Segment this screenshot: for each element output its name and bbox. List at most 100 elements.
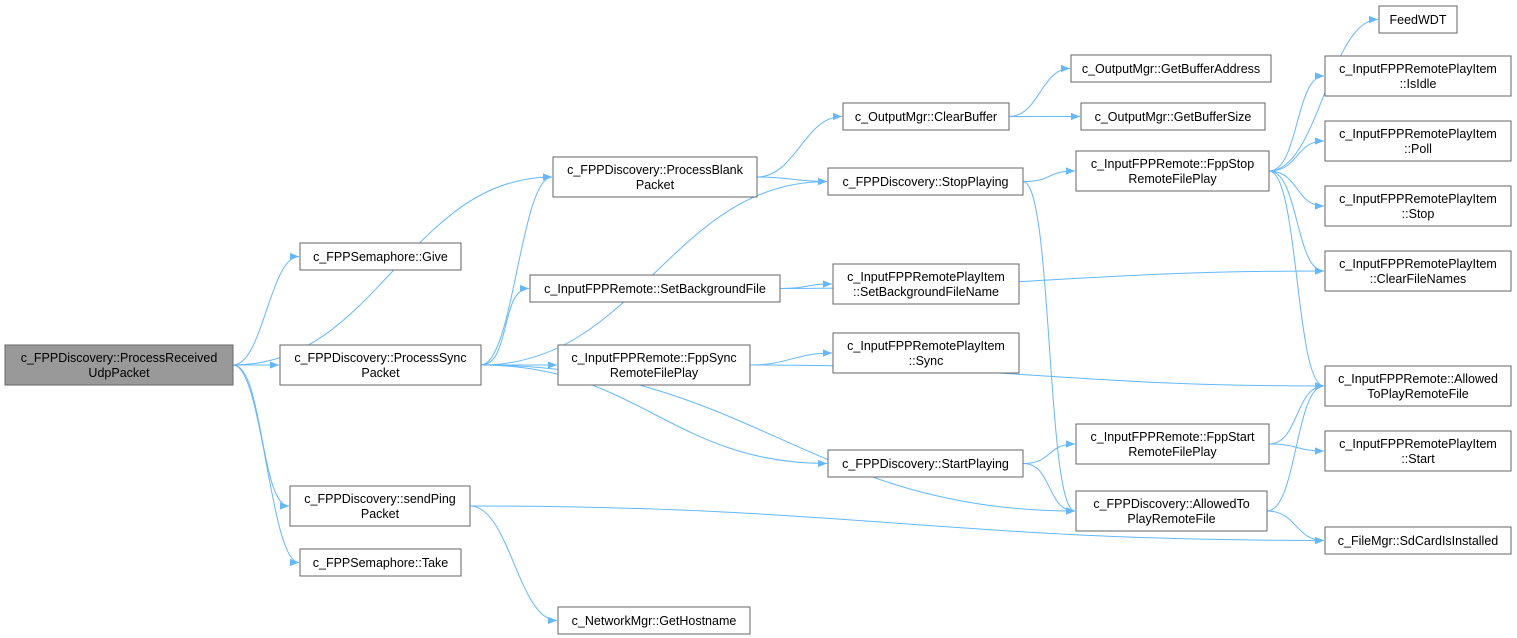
edge-psync-to-allowedto <box>480 364 1076 515</box>
edge-fppstart-to-start <box>1268 443 1325 455</box>
node-box <box>1324 250 1512 292</box>
node-label-line: c_OutputMgr::ClearBuffer <box>855 110 997 124</box>
node-box <box>832 263 1020 305</box>
node-label-line: RemoteFilePlay <box>1128 445 1217 459</box>
node-box <box>1378 5 1458 34</box>
edge-fppstop-to-clearfn <box>1268 170 1325 275</box>
node-box <box>1324 55 1512 97</box>
node-box <box>557 344 751 386</box>
node-allowedremote[interactable]: c_InputFPPRemote::AllowedToPlayRemoteFil… <box>1324 365 1512 407</box>
node-label-line: ::SetBackgroundFileName <box>853 285 999 299</box>
edge-line <box>1268 170 1325 390</box>
edge-pblank-to-stopplay <box>756 176 828 186</box>
edge-line <box>1266 510 1325 545</box>
node-box <box>1075 150 1270 192</box>
node-clearfn[interactable]: c_InputFPPRemotePlayItem::ClearFileNames <box>1324 250 1512 292</box>
node-bufaddr[interactable]: c_OutputMgr::GetBufferAddress <box>1070 54 1272 83</box>
node-box <box>1324 430 1512 472</box>
node-label-line: UdpPacket <box>88 366 150 380</box>
edge-line <box>1268 170 1325 210</box>
edge-line <box>1268 170 1325 275</box>
node-box <box>827 167 1024 196</box>
node-box <box>289 485 471 527</box>
edge-fppstop-to-feedwdt <box>1268 15 1379 172</box>
edge-fppstop-to-isidle <box>1268 72 1325 172</box>
node-label-line: c_InputFPPRemote::FppStart <box>1091 430 1255 444</box>
node-label-line: RemoteFilePlay <box>1128 172 1217 186</box>
edge-line <box>232 364 300 567</box>
edge-psync-to-startplay <box>480 364 828 468</box>
edge-allowedto-to-allowedremote <box>1266 382 1325 512</box>
node-label-line: c_FPPDiscovery::AllowedTo <box>1093 497 1249 511</box>
node-box <box>552 156 758 198</box>
edge-line <box>1022 440 1076 464</box>
edge-line <box>756 176 828 186</box>
edge-root-to-take <box>232 364 300 567</box>
node-box <box>299 548 462 577</box>
node-label-line: c_FPPDiscovery::ProcessReceived <box>21 351 218 365</box>
node-label-line: c_FPPDiscovery::ProcessBlank <box>567 163 744 177</box>
node-label-line: c_OutputMgr::GetBufferAddress <box>1082 62 1260 76</box>
node-box <box>4 344 234 386</box>
node-label-line: c_InputFPPRemote::SetBackgroundFile <box>544 282 766 296</box>
node-box <box>1324 120 1512 162</box>
node-label-line: ::ClearFileNames <box>1370 272 1467 286</box>
edge-fppstop-to-stop <box>1268 170 1325 210</box>
node-box <box>279 344 482 386</box>
node-give[interactable]: c_FPPSemaphore::Give <box>299 242 462 271</box>
node-box <box>832 332 1020 374</box>
node-label-line: c_FPPSemaphore::Take <box>313 556 449 570</box>
edge-line <box>232 252 300 366</box>
node-isidle[interactable]: c_InputFPPRemotePlayItem::IsIdle <box>1324 55 1512 97</box>
node-label-line: c_InputFPPRemote::FppStop <box>1091 157 1254 171</box>
edge-fppstop-to-poll <box>1268 137 1325 172</box>
node-label-line: c_NetworkMgr::GetHostname <box>572 614 737 628</box>
node-box <box>1324 365 1512 407</box>
node-feedwdt[interactable]: FeedWDT <box>1378 5 1458 34</box>
node-setbgname[interactable]: c_InputFPPRemotePlayItem::SetBackgroundF… <box>832 263 1020 305</box>
node-label-line: ::Start <box>1401 452 1435 466</box>
edge-startplay-to-fppstart <box>1022 440 1076 464</box>
node-startplay[interactable]: c_FPPDiscovery::StartPlaying <box>827 449 1024 478</box>
edge-line <box>469 505 558 625</box>
node-box <box>557 606 751 635</box>
node-label-line: c_InputFPPRemote::Allowed <box>1338 372 1498 386</box>
node-label-line: PlayRemoteFile <box>1127 512 1215 526</box>
node-take[interactable]: c_FPPSemaphore::Take <box>299 548 462 577</box>
node-label-line: ::Poll <box>1404 142 1432 156</box>
edge-sendping-to-sdcard <box>469 505 1325 545</box>
node-label-line: c_FPPDiscovery::StartPlaying <box>842 457 1009 471</box>
edge-line <box>1268 443 1325 455</box>
node-label-line: c_FPPDiscovery::StopPlaying <box>842 175 1008 189</box>
node-setbg[interactable]: c_InputFPPRemote::SetBackgroundFile <box>529 274 781 303</box>
node-label-line: c_InputFPPRemotePlayItem <box>1339 192 1497 206</box>
node-box <box>529 274 781 303</box>
node-sync[interactable]: c_InputFPPRemotePlayItem::Sync <box>832 332 1020 374</box>
node-label-line: FeedWDT <box>1390 13 1447 27</box>
node-label-line: Packet <box>361 507 400 521</box>
node-box <box>1075 490 1268 532</box>
edge-startplay-to-allowedto <box>1022 463 1076 515</box>
node-label-line: c_OutputMgr::GetBufferSize <box>1095 110 1252 124</box>
edge-sendping-to-gethost <box>469 505 558 625</box>
node-clearbuf[interactable]: c_OutputMgr::ClearBuffer <box>842 102 1010 131</box>
node-gethost[interactable]: c_NetworkMgr::GetHostname <box>557 606 751 635</box>
node-stop[interactable]: c_InputFPPRemotePlayItem::Stop <box>1324 185 1512 227</box>
edge-line <box>1268 15 1379 172</box>
edge-fppsync-to-sync <box>749 349 833 366</box>
node-bufsize[interactable]: c_OutputMgr::GetBufferSize <box>1080 102 1266 131</box>
edge-psync-to-pblank <box>480 173 553 366</box>
node-poll[interactable]: c_InputFPPRemotePlayItem::Poll <box>1324 120 1512 162</box>
node-start[interactable]: c_InputFPPRemotePlayItem::Start <box>1324 430 1512 472</box>
node-sdcard[interactable]: c_FileMgr::SdCardIsInstalled <box>1324 526 1512 555</box>
node-stopplay[interactable]: c_FPPDiscovery::StopPlaying <box>827 167 1024 196</box>
